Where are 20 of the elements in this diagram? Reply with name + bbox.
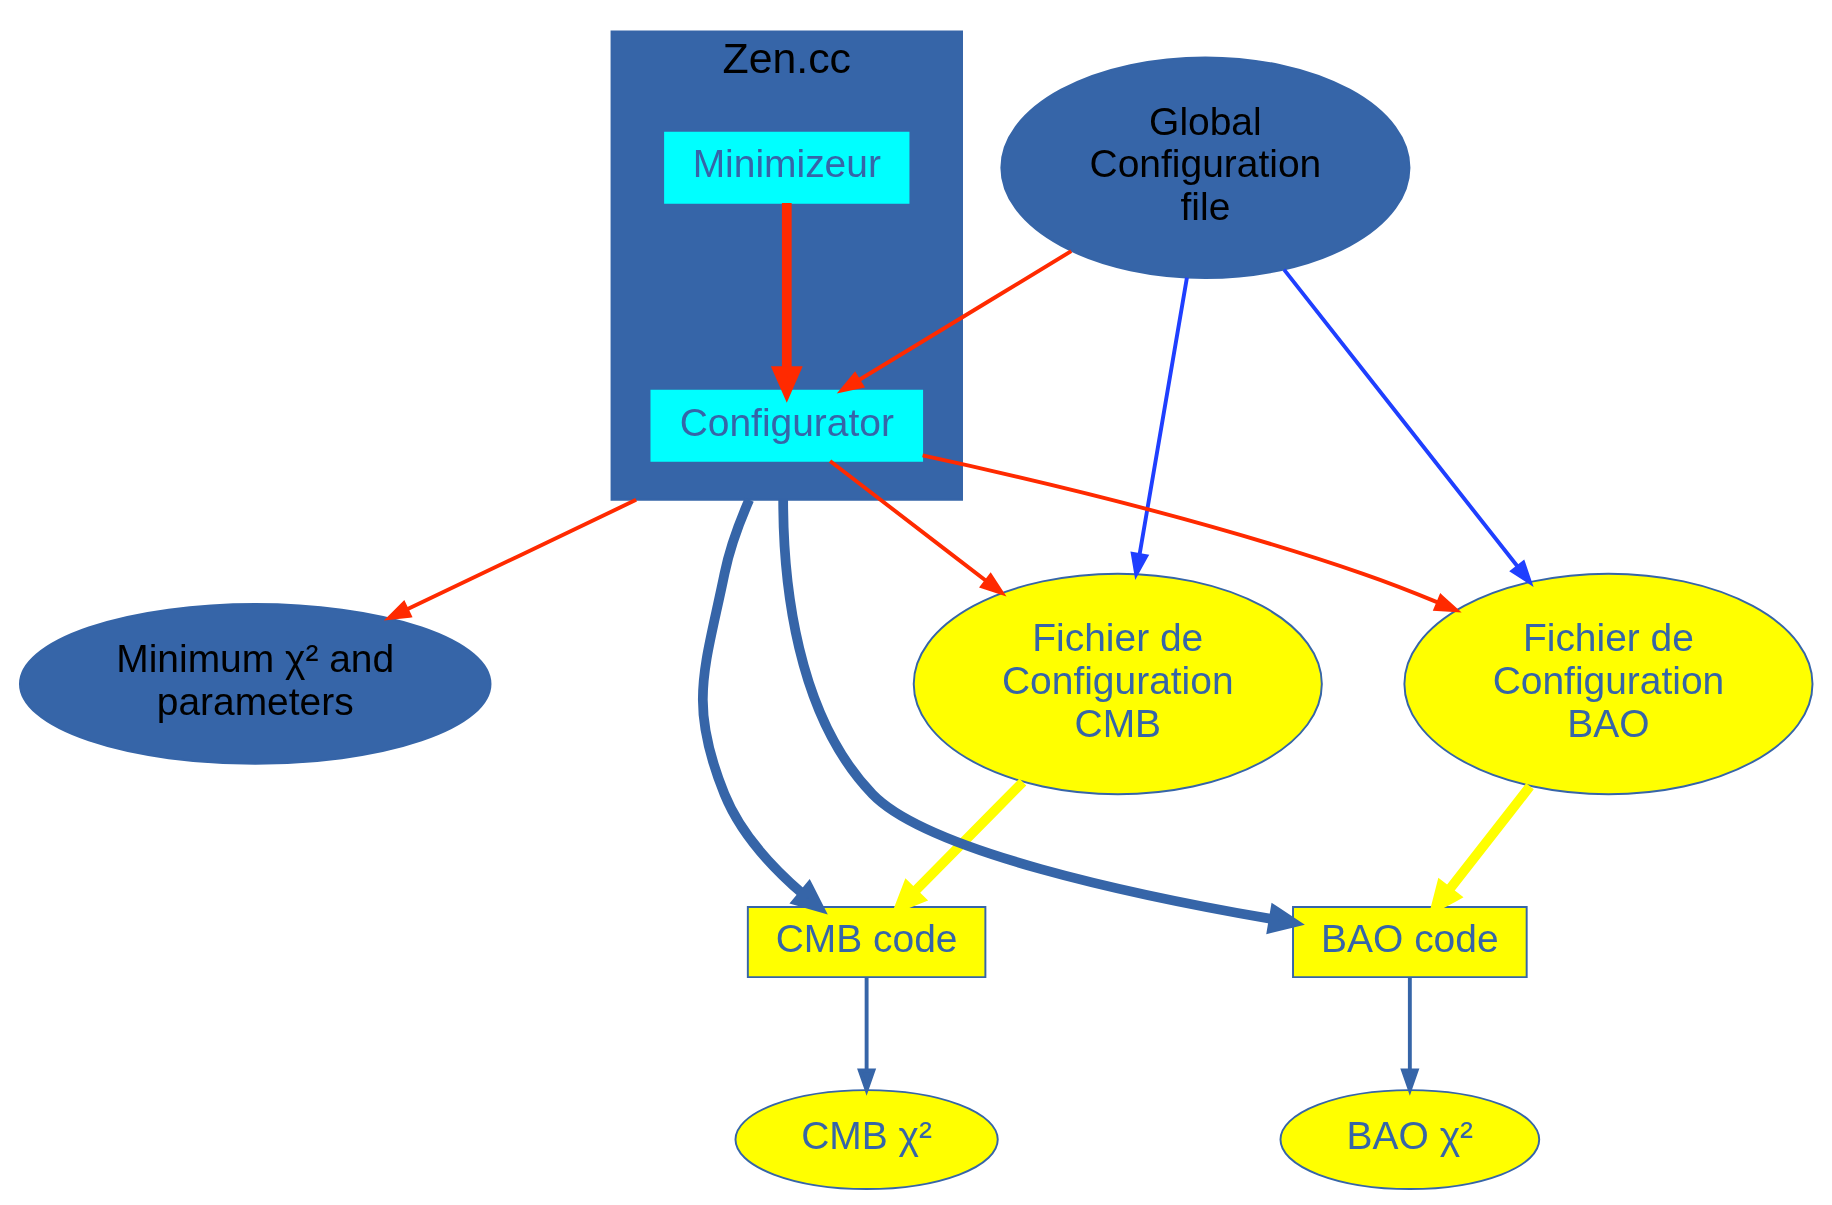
node-ellipse: Minimum χ² and parameters — [19, 603, 492, 765]
arrow — [1400, 977, 1420, 1096]
arrow — [922, 453, 1462, 613]
node-ellipse: Fichier de Configuration BAO — [1403, 572, 1814, 796]
arrow — [1282, 268, 1534, 587]
arrow — [778, 499, 1305, 935]
arrow — [857, 977, 877, 1096]
node-ellipse: Global Configuration file — [1000, 56, 1411, 279]
arrow — [828, 459, 1007, 597]
arrow — [770, 202, 803, 403]
node-box: CMB code — [746, 906, 987, 979]
arrow — [1130, 277, 1189, 580]
node-box: Minimizeur — [664, 131, 910, 204]
node-box: Configurator — [650, 389, 924, 462]
node-ellipse: CMB χ² — [734, 1089, 999, 1191]
arrow — [383, 498, 637, 621]
arrow — [698, 497, 828, 915]
node-ellipse: BAO χ² — [1279, 1089, 1541, 1191]
node-box: BAO code — [1292, 906, 1528, 979]
arrow — [836, 249, 1073, 394]
